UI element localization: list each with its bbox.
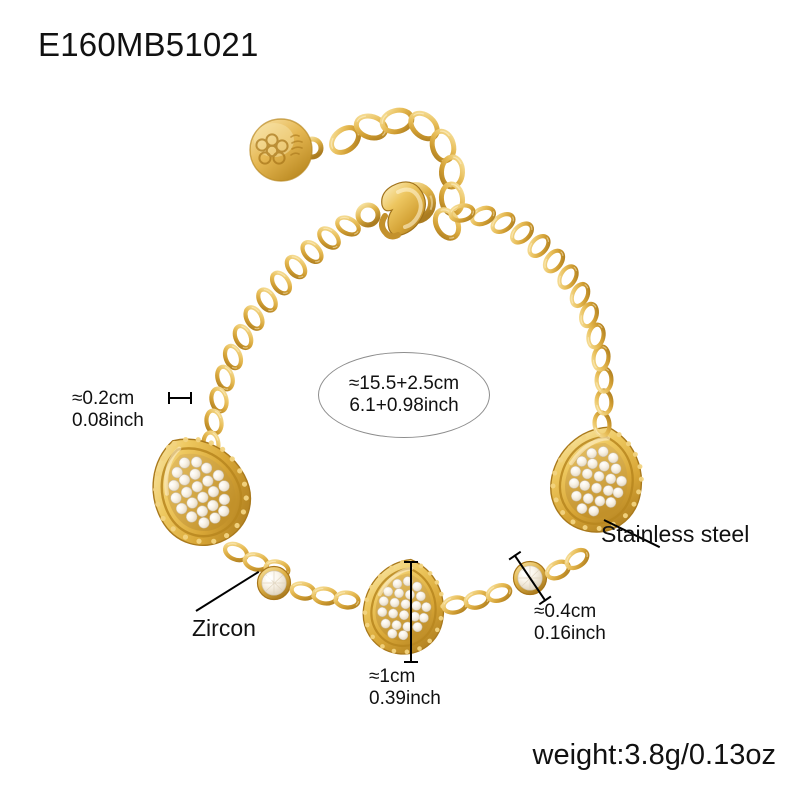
total-length-bubble: ≈15.5+2.5cm 6.1+0.98inch — [318, 352, 490, 438]
lobster-clasp — [355, 181, 436, 240]
weight-text: weight:3.8g/0.13oz — [532, 739, 776, 771]
total-length-inch: 6.1+0.98inch — [349, 395, 459, 416]
zircon-leader-line — [195, 570, 260, 612]
chain-width-cm: ≈0.2cm — [72, 388, 135, 409]
chain-right-lower — [544, 546, 590, 581]
charm-height-annotation: ≈1cm 0.39inch — [369, 666, 441, 711]
zircon-callout-label: Zircon — [192, 615, 256, 641]
chain-width-measure-bar — [168, 392, 192, 404]
total-length-cm: ≈15.5+2.5cm — [348, 372, 460, 394]
extender-chain — [327, 107, 464, 242]
zircon-diameter-measure-bar — [508, 550, 552, 606]
charm-left — [152, 436, 252, 547]
zircon-diameter-cm: ≈0.4cm — [534, 601, 597, 622]
charm-height-inch: 0.39inch — [369, 688, 441, 710]
page-title: E160MB51021 — [38, 26, 259, 63]
chain-bottom-right — [442, 582, 512, 614]
charm-height-cm: ≈1cm — [369, 666, 416, 687]
stainless-steel-callout-label: Stainless steel — [601, 521, 750, 547]
brand-tag — [249, 118, 324, 182]
chain-bottom-left — [290, 581, 359, 608]
zircon-diameter-inch: 0.16inch — [534, 623, 606, 645]
charm-height-measure-bar — [404, 561, 418, 663]
zircon-diameter-annotation: ≈0.4cm 0.16inch — [534, 601, 606, 646]
zircon-left — [256, 565, 292, 601]
chain-width-inch: 0.08inch — [72, 410, 144, 432]
chain-width-annotation: ≈0.2cm 0.08inch — [72, 388, 144, 433]
